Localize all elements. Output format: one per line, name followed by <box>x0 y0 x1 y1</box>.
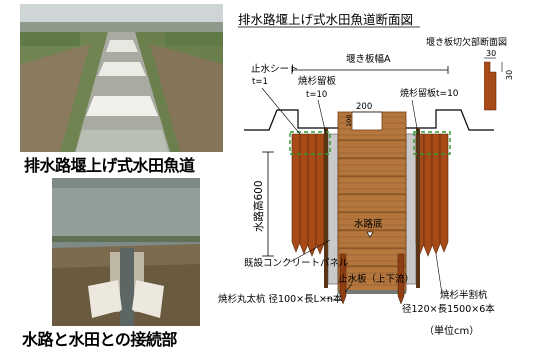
left-pile <box>291 133 301 253</box>
weir-width-label: 堰き板幅A <box>346 53 391 65</box>
round-pile <box>339 253 347 305</box>
cedar-retainer-left <box>324 128 328 288</box>
left-pile <box>299 133 309 255</box>
water-sheet-label: 止水シート <box>251 63 299 75</box>
weir-boards <box>337 111 407 293</box>
concrete-panel-right <box>405 133 417 285</box>
weir-notch <box>351 111 383 131</box>
dim-200-label: 200 <box>356 102 372 112</box>
left-pile-group <box>291 133 325 257</box>
left-pile <box>315 133 325 255</box>
stop-board-label: 止水板（上下流） <box>338 273 414 285</box>
concrete-panel-leader <box>289 239 331 263</box>
left-pile <box>307 133 317 257</box>
right-pile <box>431 133 441 255</box>
dim-100-label: 100 <box>345 115 353 127</box>
cedar-retainer-left-t: t=10 <box>306 90 327 100</box>
unit-label: （単位cm） <box>424 324 479 337</box>
cedar-retainer-left-label: 焼杉留板 <box>298 75 337 87</box>
notch-detail-outline <box>484 61 497 111</box>
cedar-retainer-right-leader <box>411 99 419 135</box>
cedar-retainer-right <box>416 128 420 288</box>
channel-bottom-marker <box>366 231 374 238</box>
notch-detail-title: 堰き板切欠部断面図 <box>426 36 507 48</box>
round-pile-label: 焼杉丸太杭 径100×長L×n本 <box>218 293 343 305</box>
right-pile <box>439 133 449 253</box>
fishway-photo-top <box>20 4 223 152</box>
top-photo-caption: 排水路堰上げ式水田魚道 <box>24 156 195 175</box>
water-sheet-left <box>289 131 331 155</box>
water-sheet-leader <box>261 87 301 135</box>
water-sheet-t: t=1 <box>252 77 268 87</box>
channel-height-label: 水路高600 <box>252 180 265 232</box>
notch-dim-h: 30 <box>505 70 514 80</box>
cedar-retainer-left-leader <box>317 99 327 135</box>
fishway-photo-bottom <box>52 178 200 326</box>
stop-board-leader <box>344 283 353 293</box>
cedar-retainer-right-label: 焼杉留板t=10 <box>400 87 459 99</box>
cross-section-diagram: 排水路堰上げ式水田魚道断面図 <box>218 12 514 337</box>
half-pile-label: 焼杉半割杭 <box>440 289 488 301</box>
notch-dim-w: 30 <box>486 49 496 58</box>
stop-board <box>338 290 406 294</box>
concrete-panel-label: 既設コンクリートパネル <box>244 257 349 269</box>
diagram-title: 排水路堰上げ式水田魚道断面図 <box>238 12 413 27</box>
right-pile-group <box>415 133 449 257</box>
right-pile <box>423 133 433 257</box>
weir-board-lines <box>338 139 406 267</box>
water-sheet-right <box>413 131 451 155</box>
round-pile <box>397 253 405 305</box>
half-pile-leader <box>435 253 443 295</box>
round-pile-leader <box>321 297 343 301</box>
channel-bottom-label: 水路底 <box>354 218 383 230</box>
half-pile-spec: 径120×長1500×6本 <box>402 303 495 315</box>
